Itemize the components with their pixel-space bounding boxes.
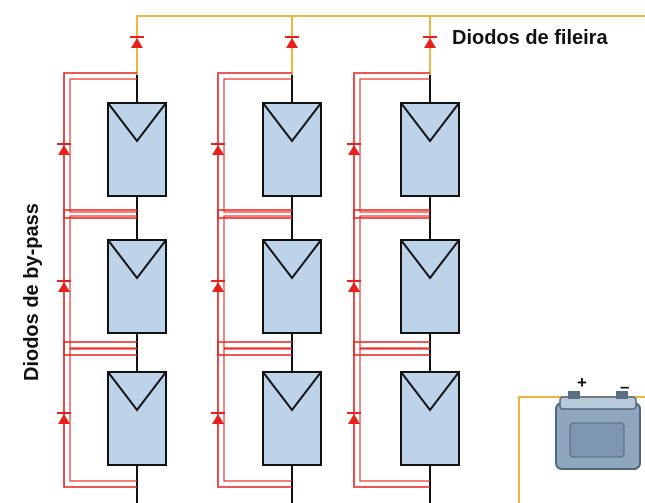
bypass-diode-icon — [348, 414, 360, 424]
bypass-loop-inner — [359, 215, 430, 350]
bypass-loop-inner — [223, 215, 292, 350]
bypass-loop-inner — [69, 347, 137, 482]
pv-module-icon — [400, 239, 460, 334]
pv-module-symbol — [262, 102, 322, 143]
pv-module-symbol — [262, 371, 322, 412]
pv-module-icon — [262, 371, 322, 466]
battery-minus-sign: – — [620, 377, 630, 396]
pv-module-icon — [400, 102, 460, 197]
bypass-diode-icon — [348, 145, 360, 155]
diodes — [57, 36, 437, 424]
pv-module-icon — [262, 239, 322, 334]
bypass-diodes-label: Diodos de by-pass — [21, 203, 43, 381]
bypass-loop-inner — [69, 215, 137, 350]
pv-modules — [107, 102, 460, 466]
pv-module-icon — [107, 102, 167, 197]
string-diode-icon — [286, 38, 298, 48]
string-diodes-label: Diodos de fileira — [452, 27, 608, 49]
pv-module-symbol — [262, 239, 322, 280]
string-diode-icon — [424, 38, 436, 48]
pv-module-icon — [107, 371, 167, 466]
pv-module-symbol — [107, 371, 167, 412]
pv-module-symbol — [400, 239, 460, 280]
pv-module-symbol — [107, 102, 167, 143]
bypass-diode-icon — [348, 282, 360, 292]
battery-terminal-minus — [616, 391, 628, 399]
top-bus-wire — [136, 15, 645, 75]
bypass-diode-icon — [58, 414, 70, 424]
pv-module-symbol — [107, 239, 167, 280]
bypass-loop-inner — [223, 347, 292, 482]
pv-module-icon — [262, 102, 322, 197]
bypass-diode-icon — [58, 282, 70, 292]
bypass-loop-inner — [69, 78, 137, 213]
bypass-loop-inner — [223, 78, 292, 213]
battery-lid — [559, 396, 637, 410]
pv-module-symbol — [400, 371, 460, 412]
pv-module-icon — [400, 371, 460, 466]
pv-module-symbol — [400, 102, 460, 143]
bypass-loop-inner — [359, 347, 430, 482]
battery-icon — [555, 391, 641, 470]
battery-label-panel — [569, 422, 625, 458]
bypass-diode-icon — [58, 145, 70, 155]
bypass-loop-inner — [359, 78, 430, 213]
bypass-diode-icon — [212, 282, 224, 292]
string-diode-icon — [131, 38, 143, 48]
pv-module-icon — [107, 239, 167, 334]
bypass-diode-icon — [212, 145, 224, 155]
bypass-diode-icon — [212, 414, 224, 424]
battery-plus-sign: + — [577, 373, 587, 392]
battery-terminal-plus — [568, 391, 580, 399]
